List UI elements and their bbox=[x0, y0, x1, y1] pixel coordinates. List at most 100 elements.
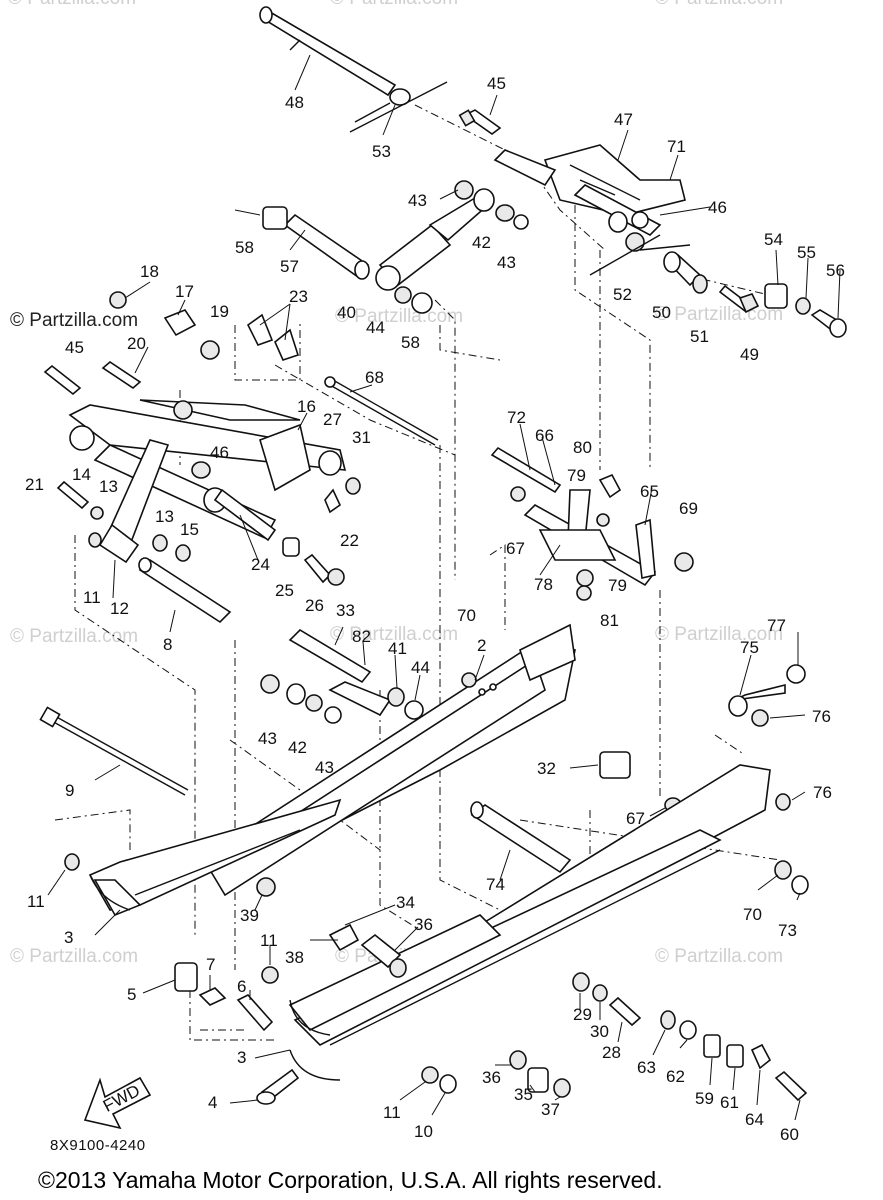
shock-33 bbox=[260, 628, 424, 724]
callout-34: 34 bbox=[396, 893, 415, 912]
callout-22: 22 bbox=[340, 531, 359, 550]
callout-40: 40 bbox=[337, 303, 356, 322]
watermark-text: © Partzilla.com bbox=[655, 946, 783, 967]
callout-63: 63 bbox=[637, 1058, 656, 1077]
collar-25-26 bbox=[282, 537, 345, 586]
callout-57: 57 bbox=[280, 257, 299, 276]
bolt-49 bbox=[718, 284, 760, 314]
callout-58: 58 bbox=[401, 333, 420, 352]
callout-74: 74 bbox=[486, 875, 505, 894]
callout-15: 15 bbox=[180, 520, 199, 539]
callout-46: 46 bbox=[708, 198, 727, 217]
callout-43: 43 bbox=[408, 191, 427, 210]
bolts-45-20 bbox=[43, 360, 142, 396]
callout-11: 11 bbox=[83, 588, 101, 607]
watermark-text: © Partzilla.com bbox=[10, 310, 138, 331]
callout-11: 11 bbox=[383, 1103, 401, 1122]
spring-53 bbox=[349, 81, 448, 133]
callout-43: 43 bbox=[258, 729, 277, 748]
shaft-8 bbox=[138, 557, 232, 624]
callout-65: 65 bbox=[640, 482, 659, 501]
parts-10-11-lower bbox=[421, 1066, 457, 1094]
callout-42: 42 bbox=[288, 738, 307, 757]
callout-44: 44 bbox=[366, 318, 385, 337]
bracket-32 bbox=[599, 751, 631, 779]
callout-3: 3 bbox=[237, 1048, 246, 1067]
callout-79: 79 bbox=[567, 466, 586, 485]
callout-3: 3 bbox=[64, 928, 73, 947]
callout-60: 60 bbox=[780, 1125, 799, 1144]
callout-49: 49 bbox=[740, 345, 759, 364]
callout-36: 36 bbox=[414, 915, 433, 934]
callout-5: 5 bbox=[127, 985, 136, 1004]
callout-31: 31 bbox=[352, 428, 371, 447]
watermark-text: © Partzilla.com bbox=[655, 304, 783, 325]
bolt-14-13 bbox=[56, 480, 191, 562]
callout-62: 62 bbox=[666, 1067, 685, 1086]
callout-44: 44 bbox=[411, 658, 430, 677]
bolt-80 bbox=[596, 473, 622, 527]
callout-17: 17 bbox=[175, 282, 194, 301]
callout-14: 14 bbox=[72, 465, 91, 484]
callout-61: 61 bbox=[720, 1093, 739, 1112]
callout-labels: 48 53 45 47 71 46 43 42 43 58 57 54 55 5… bbox=[25, 74, 845, 1144]
collars-23 bbox=[246, 313, 300, 361]
callout-43: 43 bbox=[315, 758, 334, 777]
callout-27: 27 bbox=[323, 410, 342, 429]
callout-13: 13 bbox=[99, 477, 118, 496]
callout-19: 19 bbox=[210, 302, 229, 321]
callout-45: 45 bbox=[65, 338, 84, 357]
callout-64: 64 bbox=[745, 1110, 764, 1129]
washer-31-22 bbox=[324, 477, 361, 514]
shaft-upper-arm bbox=[573, 184, 662, 236]
callout-50: 50 bbox=[652, 303, 671, 322]
watermark-text: © Partzilla.com bbox=[330, 624, 458, 645]
callout-79: 79 bbox=[608, 576, 627, 595]
callout-70: 70 bbox=[743, 905, 762, 924]
watermark-text: © Partzilla.com bbox=[655, 0, 783, 9]
front-arm-16 bbox=[68, 399, 347, 540]
callout-24: 24 bbox=[251, 555, 270, 574]
bolt-68 bbox=[324, 376, 439, 446]
callout-23: 23 bbox=[289, 287, 308, 306]
slide-rail-2 bbox=[198, 623, 576, 897]
callout-7: 7 bbox=[206, 955, 215, 974]
bolt-72 bbox=[490, 446, 562, 494]
bracket-66-78 bbox=[510, 486, 657, 601]
collars-50-51 bbox=[663, 251, 708, 294]
shaft-48 bbox=[259, 6, 397, 97]
callout-26: 26 bbox=[305, 596, 324, 615]
callout-81: 81 bbox=[600, 611, 619, 630]
diagram-code: 8X9100-4240 bbox=[50, 1137, 146, 1154]
callout-66: 66 bbox=[535, 426, 554, 445]
shaft-24 bbox=[213, 488, 277, 542]
callout-68: 68 bbox=[365, 368, 384, 387]
callout-67: 67 bbox=[626, 809, 645, 828]
watermark-text: © Partzilla.com bbox=[335, 306, 463, 327]
watermark-text: © Partzilla.com bbox=[8, 0, 136, 9]
callout-76: 76 bbox=[813, 783, 832, 802]
callout-43: 43 bbox=[497, 253, 516, 272]
callout-73: 73 bbox=[778, 921, 797, 940]
callout-11: 11 bbox=[260, 931, 278, 950]
slider-3-left bbox=[64, 798, 342, 917]
callout-82: 82 bbox=[352, 627, 371, 646]
callout-70: 70 bbox=[457, 606, 476, 625]
bolts-lower-28-30 bbox=[572, 972, 642, 1027]
small-parts-5-6-7 bbox=[174, 962, 279, 1032]
shaft-74 bbox=[470, 801, 572, 874]
collar-36-38 bbox=[328, 923, 407, 978]
callout-36: 36 bbox=[482, 1068, 501, 1087]
callout-8: 8 bbox=[163, 635, 172, 654]
callout-77: 77 bbox=[767, 616, 786, 635]
callout-53: 53 bbox=[372, 142, 391, 161]
callout-30: 30 bbox=[590, 1022, 609, 1041]
fwd-label: FWD bbox=[100, 1081, 143, 1116]
callout-29: 29 bbox=[573, 1005, 592, 1024]
callout-54: 54 bbox=[764, 230, 783, 249]
watermark-text: © Partzilla.com bbox=[10, 626, 138, 647]
callout-9: 9 bbox=[65, 781, 74, 800]
bolt-9 bbox=[39, 706, 189, 796]
parts-35-36-37 bbox=[509, 1050, 571, 1098]
